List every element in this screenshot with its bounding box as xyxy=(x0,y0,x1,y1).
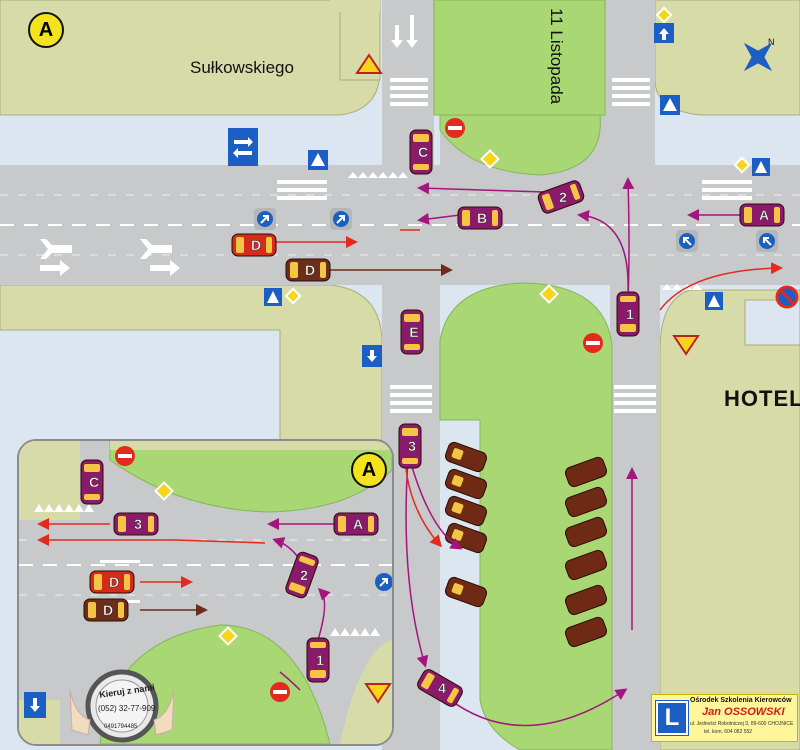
inset-vehicle-d: D xyxy=(90,571,134,593)
hotel-label: HOTEL xyxy=(724,386,800,412)
keep-right-icon xyxy=(333,211,349,227)
inset-vehicle-1: 1 xyxy=(307,638,329,682)
school-owner-text: Jan OSSOWSKI xyxy=(702,706,785,718)
no-entry-icon xyxy=(445,118,465,138)
inset-vehicle-label: C xyxy=(89,474,99,490)
main-vehicle-d: D xyxy=(286,259,330,281)
one-way-icon xyxy=(362,345,382,367)
learner-l-icon: L xyxy=(656,701,688,735)
inset-vehicle-3: 3 xyxy=(114,513,158,535)
main-vehicle-label: 2 xyxy=(559,189,567,205)
scene-badge: A xyxy=(28,12,64,48)
main-vehicle-label: D xyxy=(251,237,261,253)
inset-vehicle-label: D xyxy=(103,602,113,618)
stamp-mobile: 0491794485 xyxy=(104,724,137,730)
school-address-text: ul. Jedności Robotniczej 3, 89-600 CHOJN… xyxy=(690,721,793,727)
inset-vehicle-label: D xyxy=(109,574,119,590)
main-vehicle-3: 3 xyxy=(399,424,421,468)
no-entry-icon xyxy=(115,446,135,466)
main-vehicle-label: D xyxy=(305,262,315,278)
driving-school-logo: L Ośrodek Szkolenia Kierowców Jan OSSOWS… xyxy=(651,694,798,742)
pedestrian-crossing-icon xyxy=(752,158,770,176)
main-vehicle-label: C xyxy=(418,144,428,160)
main-vehicle-label: 3 xyxy=(408,438,416,454)
street-name-west: Sułkowskiego xyxy=(190,58,294,78)
inset-vehicle-label: 3 xyxy=(134,516,142,532)
stamp-phone: (052) 32-77-909 xyxy=(98,704,155,713)
pedestrian-crossing-icon xyxy=(264,288,282,306)
pedestrian-crossing-icon xyxy=(660,95,680,115)
inset-vehicle-a: A xyxy=(334,513,378,535)
no-parking-icon xyxy=(777,287,797,307)
inset-vehicle-d: D xyxy=(84,599,128,621)
main-vehicle-c: C xyxy=(410,130,432,174)
main-vehicle-label: 4 xyxy=(438,680,446,696)
keep-right-icon xyxy=(679,233,695,249)
inset-vehicle-label: 1 xyxy=(316,652,324,668)
main-vehicle-label: A xyxy=(759,207,769,223)
keep-right-icon xyxy=(375,573,393,591)
pedestrian-crossing-icon xyxy=(308,150,328,170)
svg-text:N: N xyxy=(768,37,775,47)
main-vehicle-1: 1 xyxy=(617,292,639,336)
one-way-icon xyxy=(654,23,674,43)
inset-vehicle-c: C xyxy=(81,460,103,504)
keep-right-icon xyxy=(759,233,775,249)
main-vehicle-a: A xyxy=(740,204,784,226)
main-vehicle-label: B xyxy=(477,210,487,226)
main-vehicle-b: B xyxy=(458,207,502,229)
main-vehicle-e: E xyxy=(401,310,423,354)
pedestrian-crossing-icon xyxy=(705,292,723,310)
school-type-text: Ośrodek Szkolenia Kierowców xyxy=(690,697,792,704)
no-entry-icon xyxy=(270,682,290,702)
one-way-icon xyxy=(24,692,46,718)
keep-right-icon xyxy=(257,211,273,227)
inset-vehicle-label: A xyxy=(353,516,363,532)
school-phone-text: tel. kom. 604 082 552 xyxy=(704,729,752,735)
street-name-north: 11 Listopada xyxy=(546,8,566,104)
inset-scene-badge: A xyxy=(351,452,387,488)
lane-direction-icon xyxy=(228,128,258,166)
no-entry-icon xyxy=(583,333,603,353)
main-vehicle-label: 1 xyxy=(626,306,634,322)
main-vehicle-d: D xyxy=(232,234,276,256)
inset-diagram xyxy=(18,440,393,745)
inset-vehicle-label: 2 xyxy=(300,567,308,583)
main-vehicle-label: E xyxy=(409,324,418,340)
